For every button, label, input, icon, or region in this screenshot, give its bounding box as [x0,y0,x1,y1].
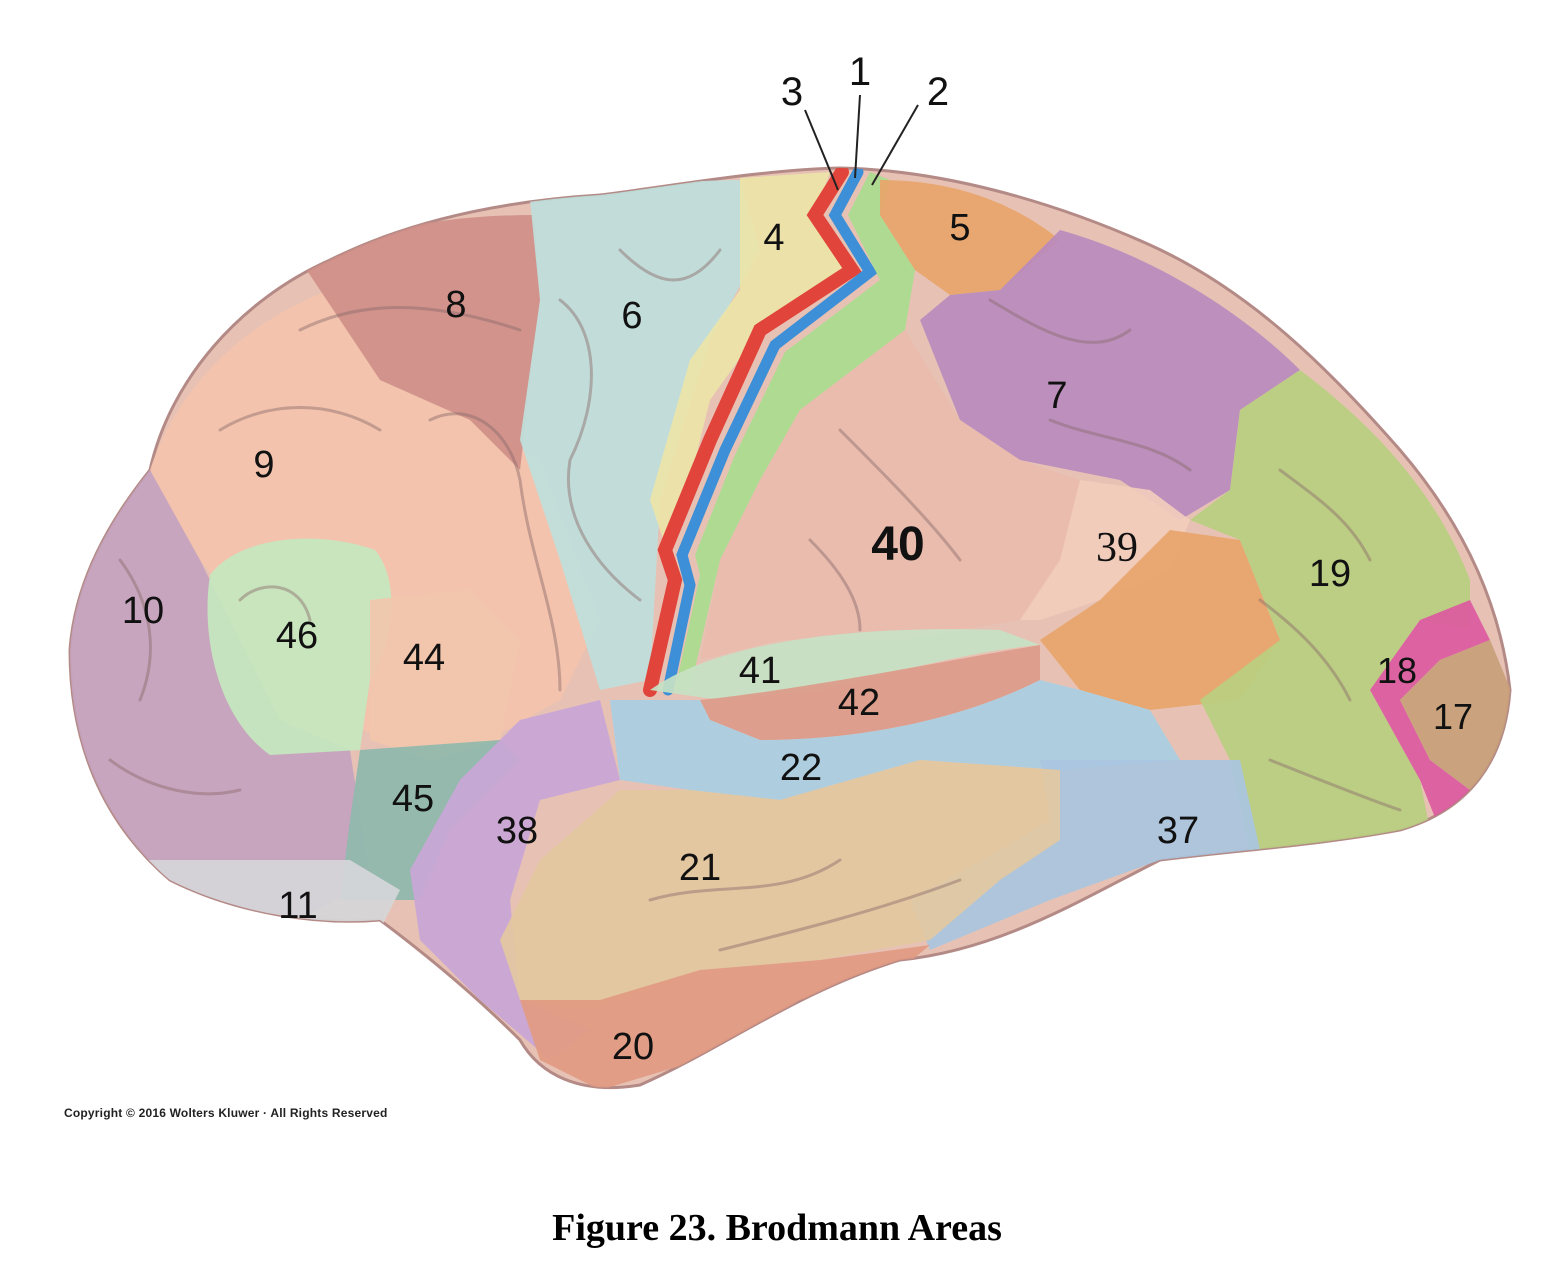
label-area-8: 8 [445,284,466,326]
label-area-5: 5 [949,207,970,249]
copyright-notice: Copyright © 2016 Wolters Kluwer · All Ri… [64,1106,388,1120]
brain-diagram: 3 1 2 4 5 6 8 7 9 40 39 19 10 46 44 41 1… [68,50,1512,1090]
area-44-region [370,590,520,760]
area-3-strip [643,168,862,697]
area-labels: 3 1 2 4 5 6 8 7 9 40 39 19 10 46 44 41 1… [122,50,1473,1068]
label-area-21: 21 [679,847,721,889]
area-2-region [675,172,915,690]
label-area-18: 18 [1377,650,1417,691]
label-area-41: 41 [739,650,781,692]
leader-line-3 [804,109,839,191]
label-area-39: 39 [1096,525,1138,571]
label-area-11: 11 [278,885,317,927]
label-area-38: 38 [496,810,538,852]
area-17-region [1400,640,1510,790]
area-4-region [650,172,850,560]
area-5-region [880,180,1060,295]
label-area-2: 2 [927,70,949,114]
area-18-region [1370,600,1490,830]
label-area-22: 22 [780,747,822,789]
label-area-37: 37 [1157,810,1199,852]
label-area-42: 42 [838,682,880,724]
leader-line-2 [871,104,919,186]
area-20-region [520,945,930,1088]
area-7-region [920,230,1300,520]
label-area-45: 45 [392,778,434,820]
label-area-20: 20 [612,1026,654,1068]
area-40-region [700,330,1080,660]
leader-lines [804,94,919,191]
label-area-40: 40 [871,518,924,571]
area-8-region [300,215,540,470]
figure-caption: Figure 23. Brodmann Areas [552,1207,1002,1249]
label-area-17: 17 [1433,696,1473,737]
label-area-4: 4 [763,217,784,259]
area-41-region [650,629,1040,700]
gyri-texture [108,248,1402,952]
leader-line-1 [854,94,861,179]
label-area-10: 10 [122,590,164,632]
area-39-orange-region [1040,530,1280,710]
area-42-region [700,645,1040,740]
area-22-region [610,680,1180,800]
label-area-7: 7 [1046,375,1067,417]
brodmann-map: 3 1 2 4 5 6 8 7 9 40 39 19 10 46 44 41 1… [68,50,1512,1090]
area-10-region [70,470,370,920]
area-39-region [1020,480,1190,620]
area-6-region [520,180,760,690]
area-19-region [1190,370,1470,850]
label-area-9: 9 [253,444,274,486]
label-area-19: 19 [1309,553,1351,595]
label-area-46: 46 [276,615,318,657]
label-area-1: 1 [849,50,871,94]
area-11-region [120,860,400,935]
label-area-6: 6 [621,295,642,337]
area-21-region [500,760,1060,1010]
area-46-region [207,538,392,755]
label-area-44: 44 [403,637,445,679]
area-38-region [410,700,620,1060]
area-1-strip [662,168,878,696]
label-area-3: 3 [781,70,803,114]
area-37-region [910,760,1260,950]
